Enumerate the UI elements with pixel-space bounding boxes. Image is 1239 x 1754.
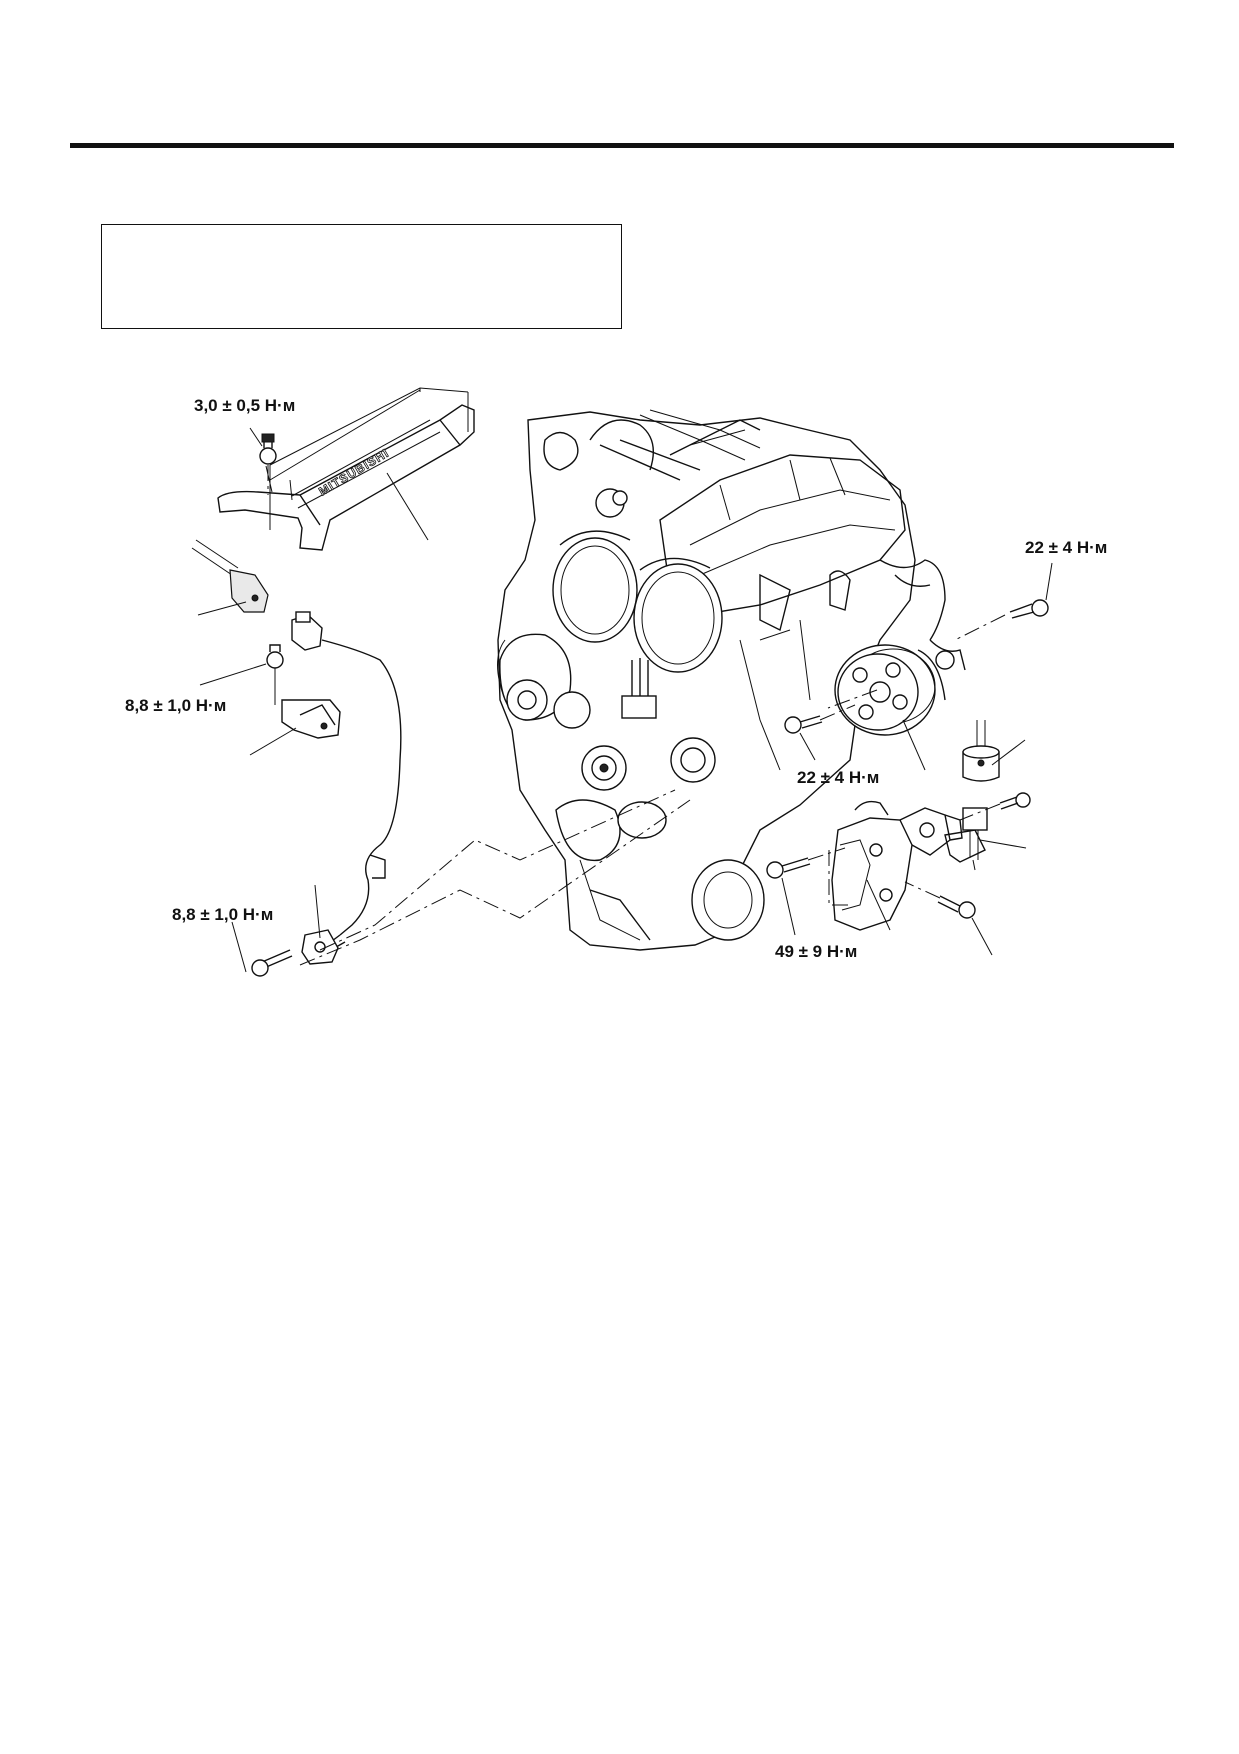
sensor-icon: [301, 929, 339, 965]
engine-block: [497, 409, 966, 951]
bolt-icon: [1009, 599, 1049, 619]
pump-pulley: [834, 644, 946, 736]
bolt-icon: [259, 433, 277, 465]
torque-label-sensor-bolt: 8,8 ± 1,0 Н·м: [172, 905, 273, 924]
connector-icon: [962, 807, 988, 831]
note-box: [101, 224, 622, 329]
bolt-icon: [784, 715, 823, 734]
assembly-lines: [267, 465, 1006, 966]
bolt-icon: [266, 644, 284, 669]
header-rule: [70, 143, 1174, 148]
leader-lines: [197, 427, 1053, 973]
sensor-bracket-right: [944, 807, 988, 871]
bolt-icon: [937, 895, 976, 919]
torque-label-bracket-mount-bolt: 49 ± 9 Н·м: [775, 942, 857, 961]
torque-label-cover-bolt: 3,0 ± 0,5 Н·м: [194, 396, 295, 415]
torque-label-pump-bolt-front: 22 ± 4 Н·м: [797, 768, 879, 787]
sensor-harness: [291, 611, 402, 961]
sensor-icon: [191, 539, 269, 613]
bolt-icon: [999, 792, 1031, 810]
sensor-bracket-left: [274, 665, 341, 739]
torque-label-pump-bolt-right: 22 ± 4 Н·м: [1025, 538, 1107, 557]
bolt-icon: [251, 949, 293, 977]
sensor-icon: [962, 720, 1000, 782]
torque-label-bracket-bolt: 8,8 ± 1,0 Н·м: [125, 696, 226, 715]
tensioner-bracket: [831, 800, 963, 931]
bolt-icon: [766, 857, 811, 879]
